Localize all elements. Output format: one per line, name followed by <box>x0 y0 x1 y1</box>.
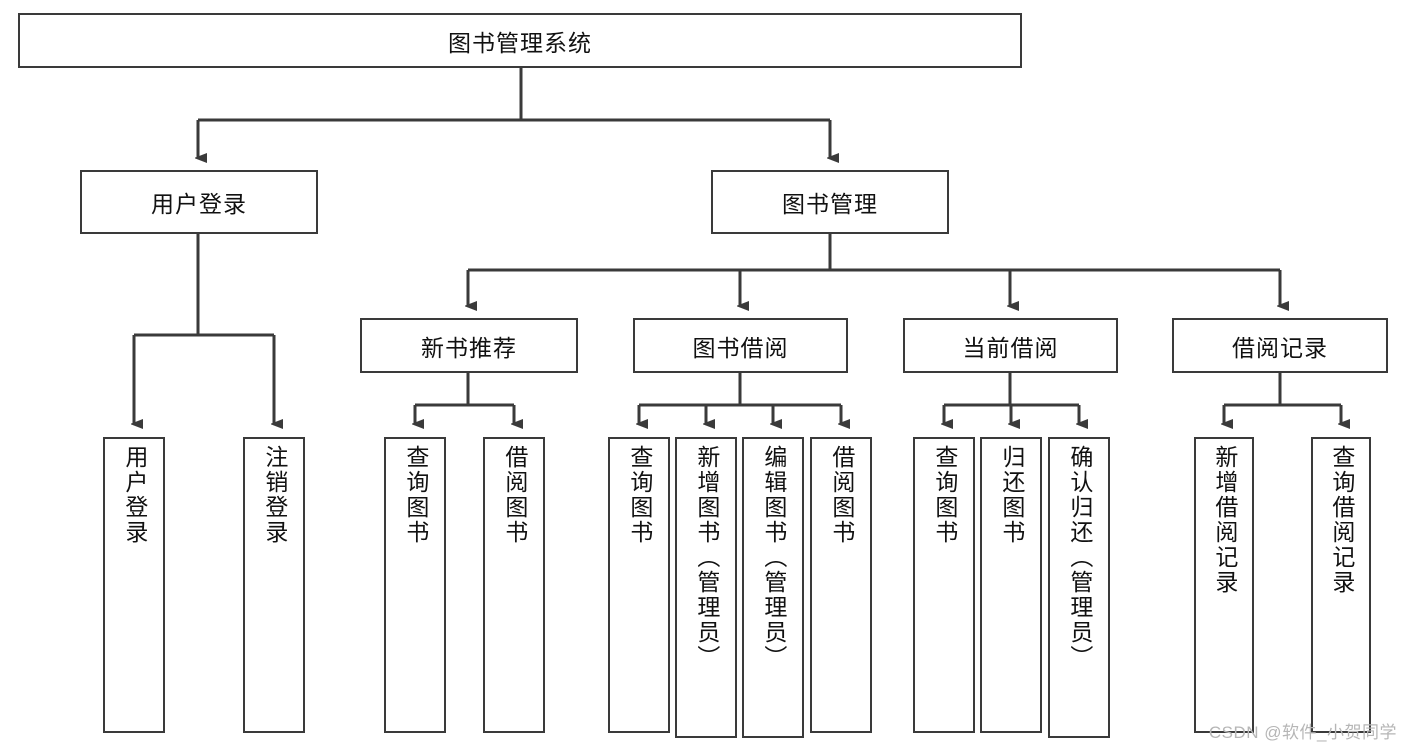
leaf-label: 新增图书（管理员） <box>693 445 720 670</box>
leaf-recommend-borrow-book[interactable]: 借阅图书 <box>483 437 545 733</box>
leaf-borrow-edit-book-admin[interactable]: 编辑图书（管理员） <box>742 437 804 738</box>
node-current-borrow[interactable]: 当前借阅 <box>903 318 1118 373</box>
leaf-current-confirm-return-admin[interactable]: 确认归还（管理员） <box>1048 437 1110 738</box>
leaf-label: 借阅图书 <box>828 445 855 545</box>
leaf-current-query-book[interactable]: 查询图书 <box>913 437 975 733</box>
node-new-book-recommend[interactable]: 新书推荐 <box>360 318 578 373</box>
leaf-label: 查询图书 <box>931 445 958 545</box>
leaf-borrow-add-book-admin[interactable]: 新增图书（管理员） <box>675 437 737 738</box>
node-user-login-label: 用户登录 <box>151 191 247 217</box>
node-book-borrow[interactable]: 图书借阅 <box>633 318 848 373</box>
node-root-label: 图书管理系统 <box>448 29 592 56</box>
leaf-label: 确认归还（管理员） <box>1066 445 1093 670</box>
leaf-label: 查询图书 <box>402 445 429 545</box>
node-user-login[interactable]: 用户登录 <box>80 170 318 234</box>
leaf-borrow-borrow-book[interactable]: 借阅图书 <box>810 437 872 733</box>
leaf-label: 借阅图书 <box>501 445 528 545</box>
leaf-label: 新增借阅记录 <box>1211 445 1238 595</box>
leaf-user-login-login[interactable]: 用户登录 <box>103 437 165 733</box>
leaf-current-return-book[interactable]: 归还图书 <box>980 437 1042 733</box>
node-new-book-recommend-label: 新书推荐 <box>421 334 517 361</box>
leaf-borrow-query-book[interactable]: 查询图书 <box>608 437 670 733</box>
node-book-management[interactable]: 图书管理 <box>711 170 949 234</box>
csdn-watermark: CSDN @软件_小贺同学 <box>1208 723 1397 742</box>
leaf-record-query-record[interactable]: 查询借阅记录 <box>1311 437 1371 733</box>
leaf-label: 编辑图书（管理员） <box>760 445 787 670</box>
leaf-recommend-query-book[interactable]: 查询图书 <box>384 437 446 733</box>
leaf-record-add-record[interactable]: 新增借阅记录 <box>1194 437 1254 733</box>
node-current-borrow-label: 当前借阅 <box>962 334 1059 361</box>
leaf-label: 归还图书 <box>998 445 1025 545</box>
leaf-label: 查询图书 <box>626 445 653 545</box>
node-borrow-record[interactable]: 借阅记录 <box>1172 318 1388 373</box>
node-borrow-record-label: 借阅记录 <box>1232 334 1328 361</box>
leaf-label: 用户登录 <box>121 445 148 545</box>
leaf-user-login-logout[interactable]: 注销登录 <box>243 437 305 733</box>
node-book-borrow-label: 图书借阅 <box>692 334 789 361</box>
node-root[interactable]: 图书管理系统 <box>18 13 1022 68</box>
node-book-management-label: 图书管理 <box>782 191 878 217</box>
leaf-label: 注销登录 <box>261 445 288 545</box>
leaf-label: 查询借阅记录 <box>1328 445 1355 595</box>
